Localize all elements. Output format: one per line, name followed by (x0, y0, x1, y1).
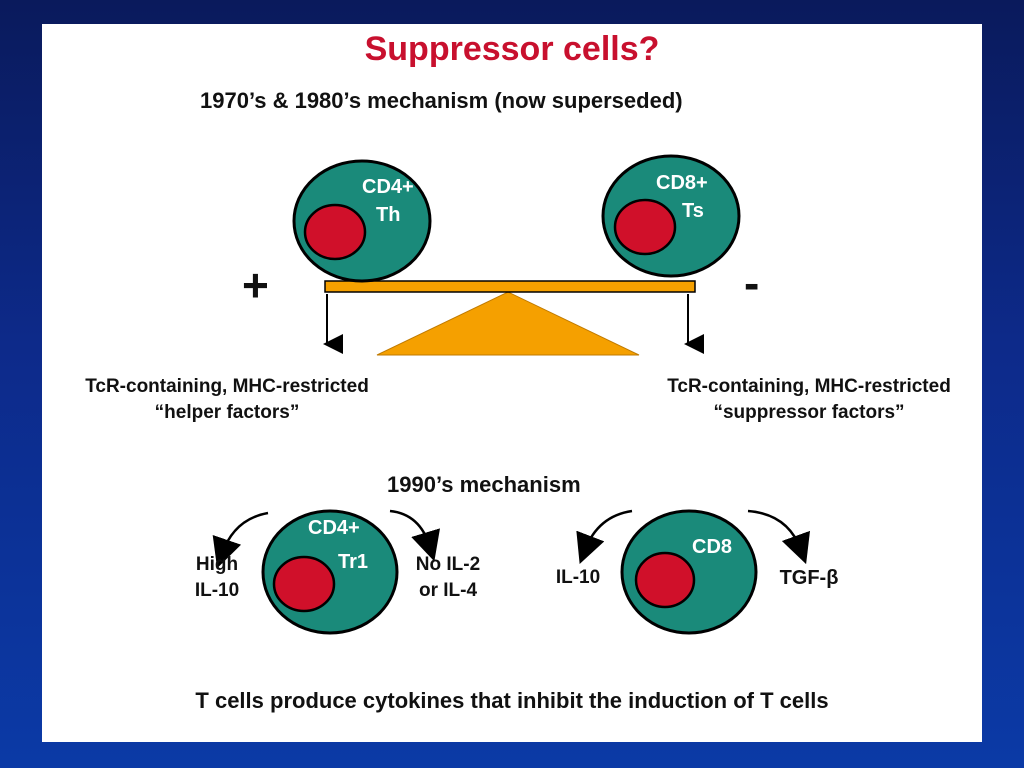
tr1-cell-nucleus (272, 555, 336, 613)
tr1-left-label: High IL-10 (172, 552, 262, 604)
suppressor-cell-nucleus (613, 198, 677, 256)
cd8-cell-label: CD8 (692, 536, 733, 558)
helper-factors-line1: TcR-containing, MHC-restricted (85, 376, 369, 397)
helper-factors-line2: “helper factors” (154, 402, 300, 423)
suppressor-cell-label-2: Ts (682, 200, 704, 222)
helper-cell-label-1: CD4+ (362, 176, 414, 198)
suppressor-factors-line2: “suppressor factors” (713, 402, 905, 423)
helper-cell-nucleus (303, 203, 367, 261)
old-mechanism-subtitle: 1970’s & 1980’s mechanism (now supersede… (200, 88, 683, 113)
seesaw-beam (324, 280, 696, 293)
tr1-left-arrow (212, 511, 269, 569)
suppressor-factors-label: TcR-containing, MHC-restricted “suppress… (624, 374, 994, 426)
cd8-cell-nucleus (634, 551, 696, 609)
tr1-left-line2: IL-10 (194, 580, 240, 601)
cd8-right-arrow (747, 509, 811, 565)
cd8-left-label: IL-10 (555, 567, 601, 588)
plus-sign: + (242, 259, 269, 311)
helper-cell-label-2: Th (376, 204, 401, 226)
tr1-cell-label-2: Tr1 (338, 551, 369, 573)
tr1-cell-label-1: CD4+ (308, 517, 360, 539)
seesaw-fulcrum (376, 291, 640, 356)
diagram-graphics (212, 154, 811, 635)
suppressor-factors-line1: TcR-containing, MHC-restricted (667, 376, 951, 397)
cd8-right-label: TGF-β (779, 567, 839, 589)
minus-sign: - (744, 257, 760, 309)
tr1-right-label: No IL-2 or IL-4 (398, 552, 498, 604)
tr1-right-line2: or IL-4 (418, 580, 478, 601)
cd8-left-arrow (576, 509, 633, 565)
tr1-left-line1: High (195, 554, 239, 575)
helper-factors-label: TcR-containing, MHC-restricted “helper f… (42, 374, 412, 426)
footer-caption: T cells produce cytokines that inhibit t… (195, 688, 829, 713)
new-mechanism-subtitle: 1990’s mechanism (387, 472, 581, 497)
tr1-right-arrow (389, 509, 440, 562)
slide-canvas: Suppressor cells? 1970’s & 1980’s mechan… (42, 24, 982, 742)
slide-title: Suppressor cells? (364, 30, 660, 68)
tr1-right-line1: No IL-2 (415, 554, 481, 575)
suppressor-cell-label-1: CD8+ (656, 172, 708, 194)
